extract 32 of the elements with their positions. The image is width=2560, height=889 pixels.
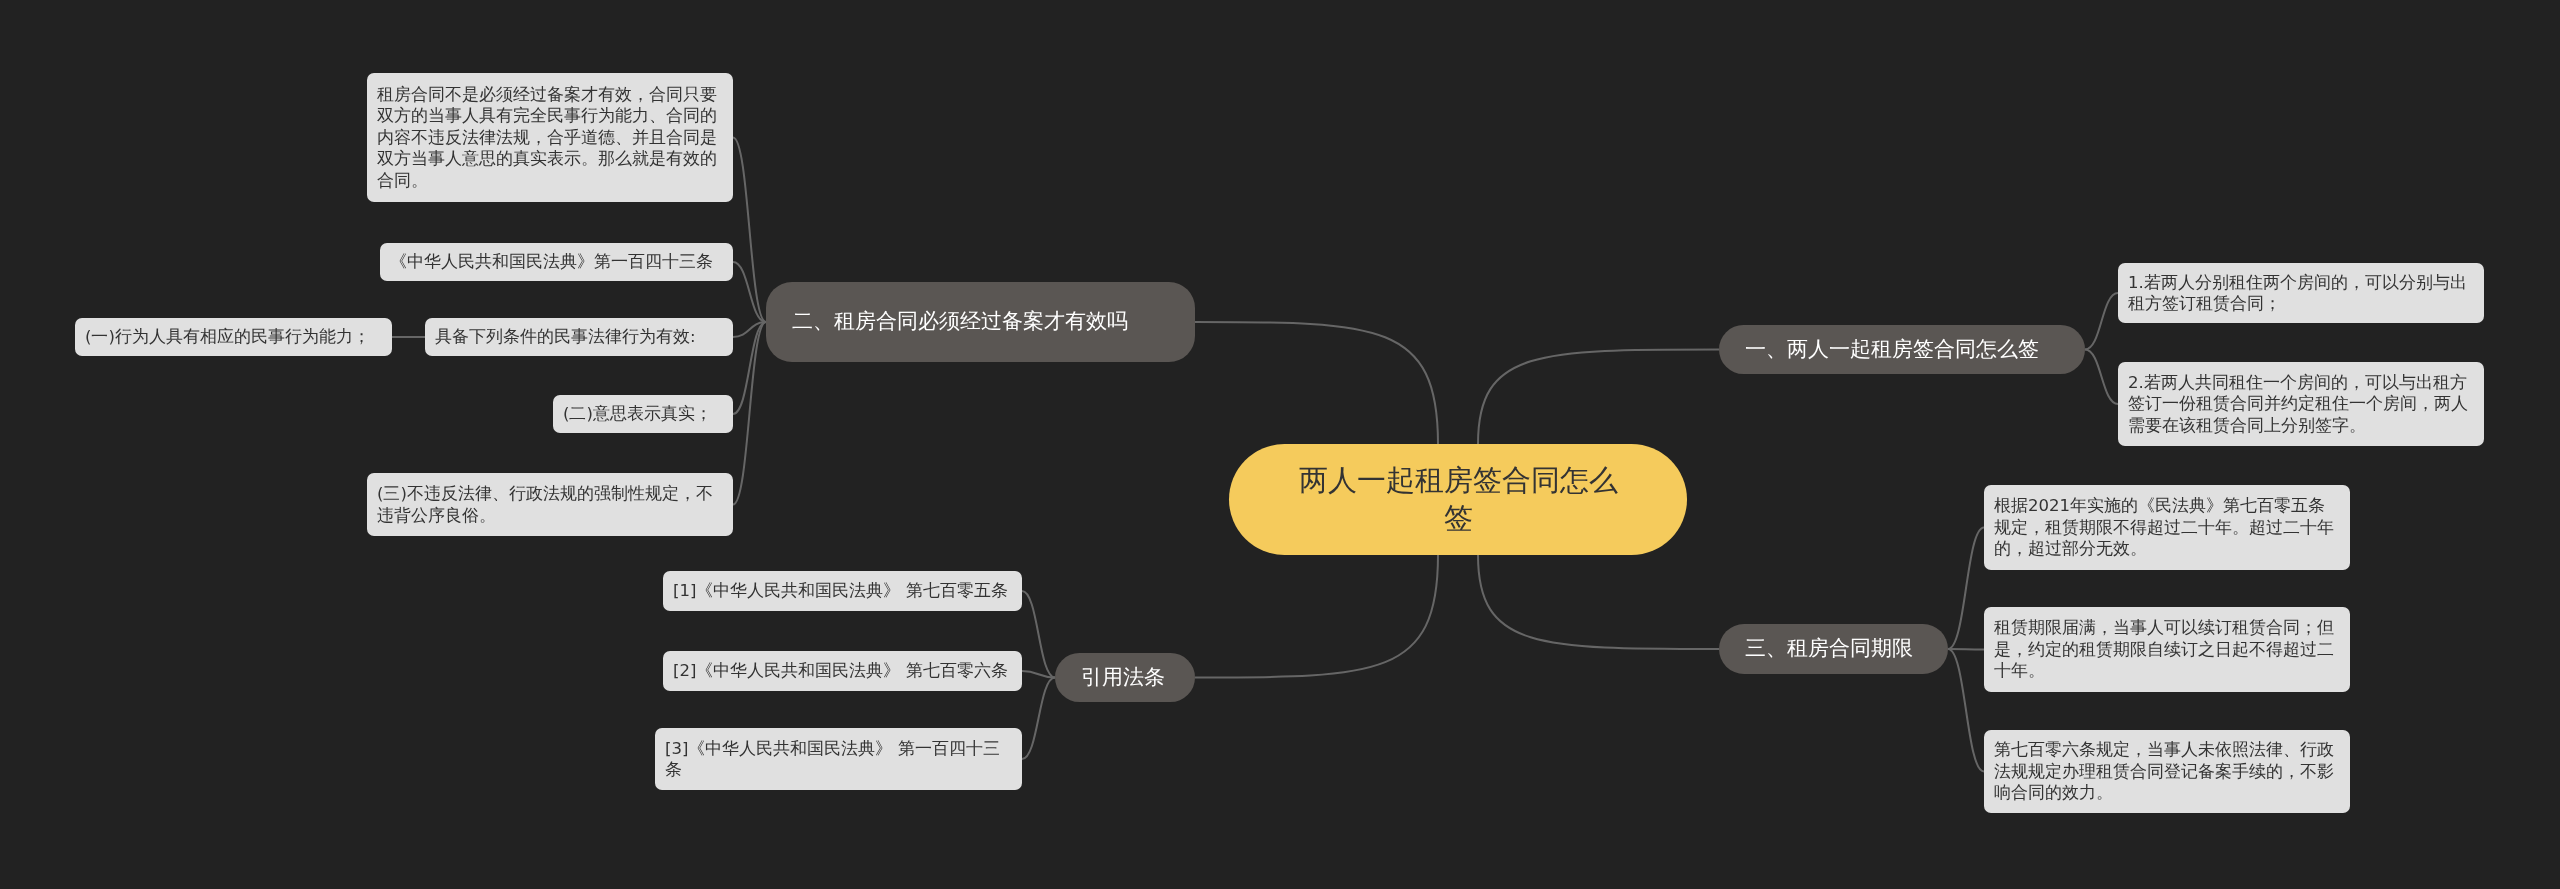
connector-line [1947,648,1985,773]
connector-line [1477,554,1720,650]
connector-line [1194,554,1439,679]
topic-box: 一、两人一起租房签合同怎么签 [1719,325,2085,374]
connector-line [1477,348,1720,445]
connector-line [2084,348,2119,405]
connector-line [1947,526,1985,650]
connector-line [732,136,767,323]
note-box: 1.若两人分别租住两个房间的，可以分别与出租方签订租赁合同； [2118,263,2484,323]
central-topic: 两人一起租房签合同怎么签 [1229,444,1687,555]
note-box: 租房合同不是必须经过备案才有效，合同只要双方的当事人具有完全民事行为能力、合同的内容不违反法律法规，合乎道德、并且合同是双方当事人意思的真实表示。那么就是有效的合同。 [367,73,733,202]
note-box: 具备下列条件的民事法律行为有效: [425,318,733,356]
note-box: (二)意思表示真实； [553,395,733,433]
note-box: 租赁期限届满，当事人可以续订租赁合同；但是，约定的租赁期限自续订之日起不得超过二十年。 [1984,607,2350,692]
note-box: (三)不违反法律、行政法规的强制性规定，不违背公序良俗。 [367,473,733,536]
note-box: 第七百零六条规定，当事人未依照法律、行政法规规定办理租赁合同登记备案手续的，不影响合同的效力。 [1984,730,2350,813]
connector-line [391,336,426,338]
topic-box: 三、租房合同期限 [1719,624,1948,674]
connector-line [732,321,767,415]
connector-line [732,321,767,506]
connector-line [2084,292,2119,351]
note-box: (一)行为人具有相应的民事行为能力； [75,318,392,356]
topic-box: 引用法条 [1055,653,1195,702]
note-box: [1]《中华人民共和国民法典》 第七百零五条 [663,571,1022,611]
note-box: 根据2021年实施的《民法典》第七百零五条规定，租赁期限不得超过二十年。超过二十年的，超过部分无效。 [1984,485,2350,570]
topic-box: 二、租房合同必须经过备案才有效吗 [766,282,1195,362]
connector-line [1021,676,1056,760]
note-box: 2.若两人共同租住一个房间的，可以与出租方签订一份租赁合同并约定租住一个房间，两人需要在该租赁合同上分别签字。 [2118,362,2484,446]
note-box: [3]《中华人民共和国民法典》 第一百四十三条 [655,728,1022,790]
connector-line [1194,321,1439,445]
note-box: 《中华人民共和国民法典》第一百四十三条 [380,243,733,281]
note-box: [2]《中华人民共和国民法典》 第七百零六条 [663,651,1022,691]
